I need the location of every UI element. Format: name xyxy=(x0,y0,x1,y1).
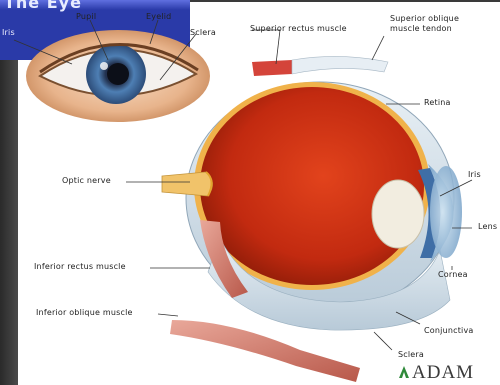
label-iris: Iris xyxy=(2,28,15,37)
external-eye xyxy=(26,30,210,122)
label-inferior-oblique: Inferior oblique muscle xyxy=(36,308,133,317)
label-sclera-bottom: Sclera xyxy=(398,350,424,359)
brand-logo: ADAM xyxy=(412,362,474,384)
label-pupil: Pupil xyxy=(76,12,96,21)
label-inferior-rectus: Inferior rectus muscle xyxy=(34,262,126,271)
label-conjunctiva: Conjunctiva xyxy=(424,326,474,335)
label-iris-right: Iris xyxy=(468,170,481,179)
eyeball-section xyxy=(162,82,462,330)
label-optic-nerve: Optic nerve xyxy=(62,176,111,185)
label-retina: Retina xyxy=(424,98,451,107)
adam-logo-icon xyxy=(398,365,410,379)
label-eyelid: Eyelid xyxy=(146,12,171,21)
label-lens: Lens xyxy=(478,222,497,231)
label-superior-oblique: Superior oblique muscle tendon xyxy=(390,14,486,34)
superior-muscles xyxy=(252,56,388,76)
label-cornea: Cornea xyxy=(438,270,468,279)
label-superior-rectus: Superior rectus muscle xyxy=(250,24,347,33)
label-sclera: Sclera xyxy=(190,28,216,37)
